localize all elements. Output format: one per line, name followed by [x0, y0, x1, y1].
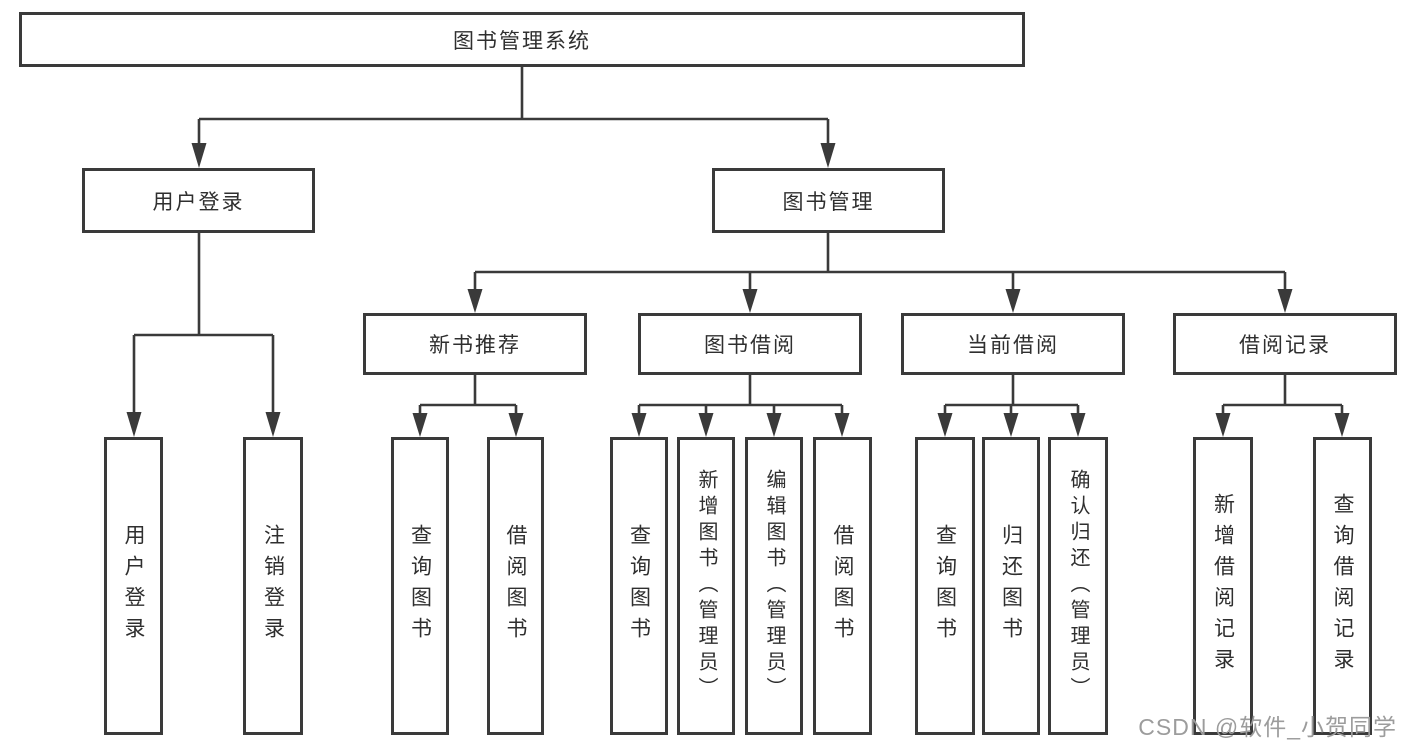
leaf-user-login: 用户登录	[104, 437, 163, 735]
node-library-management-system: 图书管理系统	[19, 12, 1025, 67]
arrowhead	[1215, 413, 1231, 437]
node-label: 借阅图书	[504, 524, 527, 648]
node-label: 查询图书	[627, 524, 651, 648]
arrowhead	[1334, 413, 1350, 437]
leaf-query-books: 查询图书	[610, 437, 668, 735]
node-borrowing-records: 借阅记录	[1173, 313, 1397, 375]
node-label: 新增借阅记录	[1211, 493, 1235, 679]
node-label: 图书管理系统	[453, 29, 591, 53]
arrowhead	[412, 413, 428, 437]
leaf-logout: 注销登录	[243, 437, 303, 735]
node-label: 查询图书	[933, 524, 957, 648]
arrowhead	[508, 413, 524, 437]
arrowhead	[467, 289, 483, 313]
leaf-borrow-books: 借阅图书	[487, 437, 544, 735]
edges-new-book-recommendation	[412, 375, 524, 437]
edges-book-borrowing	[631, 375, 850, 437]
leaf-borrow-books: 借阅图书	[813, 437, 872, 735]
node-label: 用户登录	[122, 524, 145, 648]
arrowhead	[265, 412, 281, 437]
watermark: CSDN @软件_小贺同学	[1138, 714, 1397, 740]
leaf-query-books: 查询图书	[391, 437, 449, 735]
edges-book-management	[467, 233, 1293, 313]
node-label: 新书推荐	[429, 334, 521, 357]
node-label: 编辑图书（管理员）	[763, 469, 785, 703]
arrowhead	[1005, 289, 1021, 313]
arrowhead	[834, 413, 850, 437]
leaf-edit-books-admin: 编辑图书（管理员）	[745, 437, 803, 735]
node-book-management: 图书管理	[712, 168, 945, 233]
node-label: 当前借阅	[967, 334, 1059, 357]
node-label: 图书管理	[782, 190, 875, 214]
node-new-book-recommendation: 新书推荐	[363, 313, 587, 375]
node-label: 用户登录	[152, 190, 245, 214]
arrowhead	[820, 143, 836, 168]
arrowhead	[126, 412, 142, 437]
node-label: 归还图书	[999, 524, 1023, 648]
node-label: 注销登录	[261, 524, 285, 648]
node-label: 新增图书（管理员）	[695, 469, 717, 703]
arrowhead	[1070, 413, 1086, 437]
leaf-add-books-admin: 新增图书（管理员）	[677, 437, 735, 735]
node-label: 图书借阅	[704, 334, 796, 357]
arrowhead	[766, 413, 782, 437]
edges-user-login	[126, 233, 281, 437]
node-label: 查询借阅记录	[1331, 493, 1354, 679]
edges-root	[191, 67, 836, 168]
node-label: 借阅记录	[1239, 334, 1331, 357]
edges-borrowing-records	[1215, 375, 1350, 437]
leaf-query-books: 查询图书	[915, 437, 975, 735]
arrowhead	[937, 413, 953, 437]
arrowhead	[191, 143, 207, 168]
arrowhead	[631, 413, 647, 437]
arrowhead	[742, 289, 758, 313]
node-user-login: 用户登录	[82, 168, 315, 233]
node-current-borrowing: 当前借阅	[901, 313, 1125, 375]
leaf-return-books: 归还图书	[982, 437, 1040, 735]
arrowhead	[1003, 413, 1019, 437]
arrowhead	[1277, 289, 1293, 313]
leaf-add-borrow-record: 新增借阅记录	[1193, 437, 1253, 735]
leaf-query-borrow-record: 查询借阅记录	[1313, 437, 1372, 735]
node-label: 查询图书	[408, 524, 432, 648]
node-book-borrowing: 图书借阅	[638, 313, 862, 375]
node-label: 确认归还（管理员）	[1067, 469, 1089, 703]
leaf-confirm-return-admin: 确认归还（管理员）	[1048, 437, 1108, 735]
edges-current-borrowing	[937, 375, 1086, 437]
arrowhead	[698, 413, 714, 437]
node-label: 借阅图书	[831, 524, 854, 648]
